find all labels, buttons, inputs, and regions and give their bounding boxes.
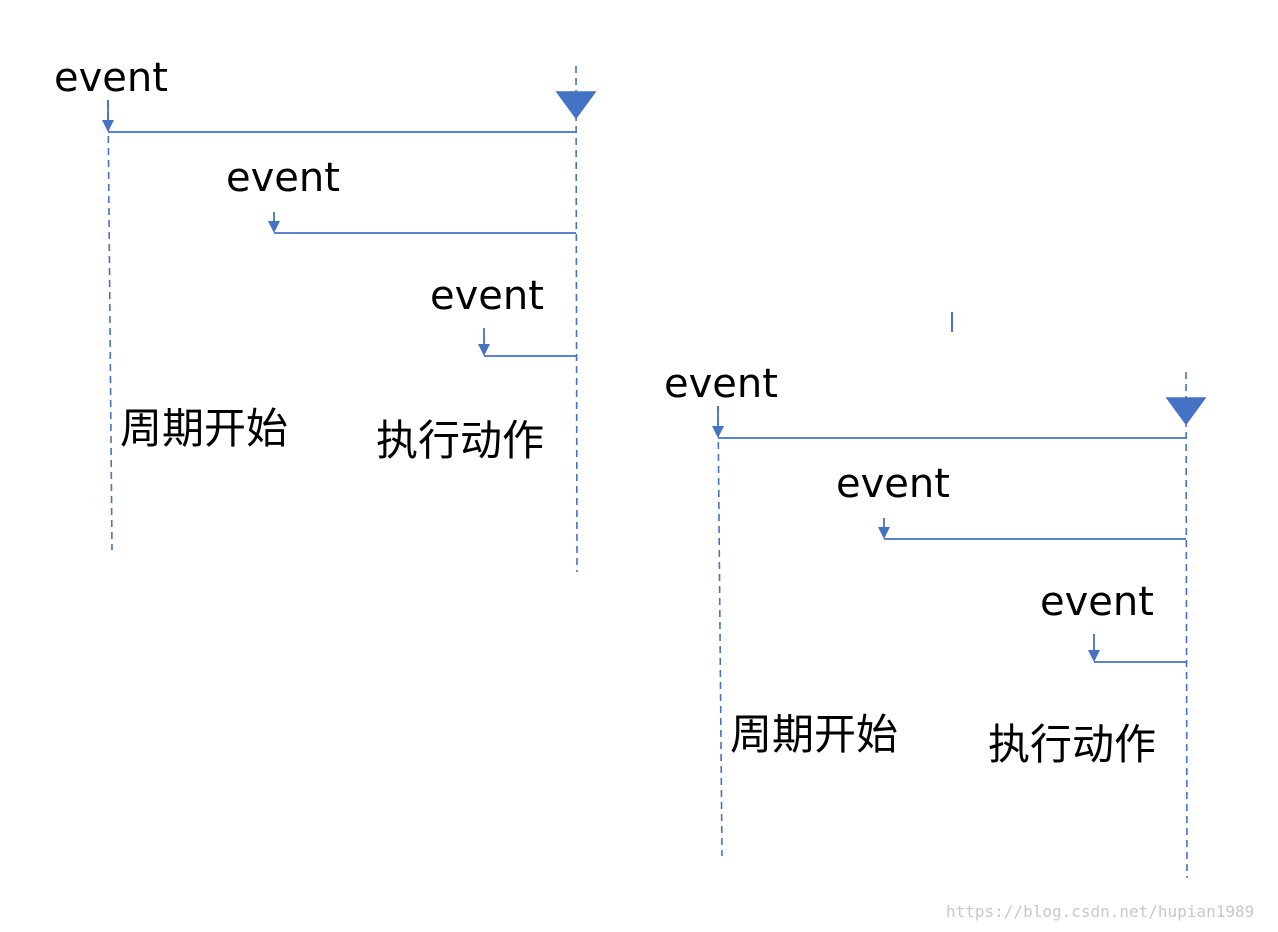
diagram-1-event-2-arrowhead	[268, 221, 280, 233]
diagram-2-event-1-arrowhead	[712, 426, 724, 438]
watermark-url: https://blog.csdn.net/hupian1989	[946, 902, 1255, 921]
diagram-2-action-label: 执行动作	[988, 720, 1157, 769]
diagram-1-event-label-1: event	[54, 55, 168, 101]
diagram-2-action-timeline	[1185, 371, 1188, 879]
diagram-1-action-timeline	[575, 65, 578, 573]
diagram-1-event-label-2: event	[226, 155, 340, 201]
diagram-1-cycle-start-label: 周期开始	[120, 404, 289, 453]
diagram-2-event-3-arrowhead	[1088, 650, 1100, 662]
diagram-1-event-1-arrowhead	[102, 120, 114, 132]
diagram-1-graphics	[102, 65, 597, 573]
diagram-2-event-label-3: event	[1040, 579, 1154, 625]
diagram-2-action-trigger-marker	[1165, 397, 1207, 426]
diagram-1-event-3-arrowhead	[478, 344, 490, 356]
diagram-2-cycle-start-label: 周期开始	[730, 710, 899, 759]
diagram-1-event-label-3: event	[430, 273, 544, 319]
diagram-2-event-2-arrowhead	[878, 527, 890, 539]
diagram-2-cycle-start-timeline	[717, 405, 723, 857]
diagram-1-action-trigger-marker	[555, 91, 597, 120]
diagram-2-event-label-2: event	[836, 461, 950, 507]
diagram-2-graphics	[712, 371, 1207, 879]
diagram-2-event-label-1: event	[664, 361, 778, 407]
diagram-1-action-label: 执行动作	[376, 416, 545, 465]
diagram-1-cycle-start-timeline	[107, 99, 113, 551]
